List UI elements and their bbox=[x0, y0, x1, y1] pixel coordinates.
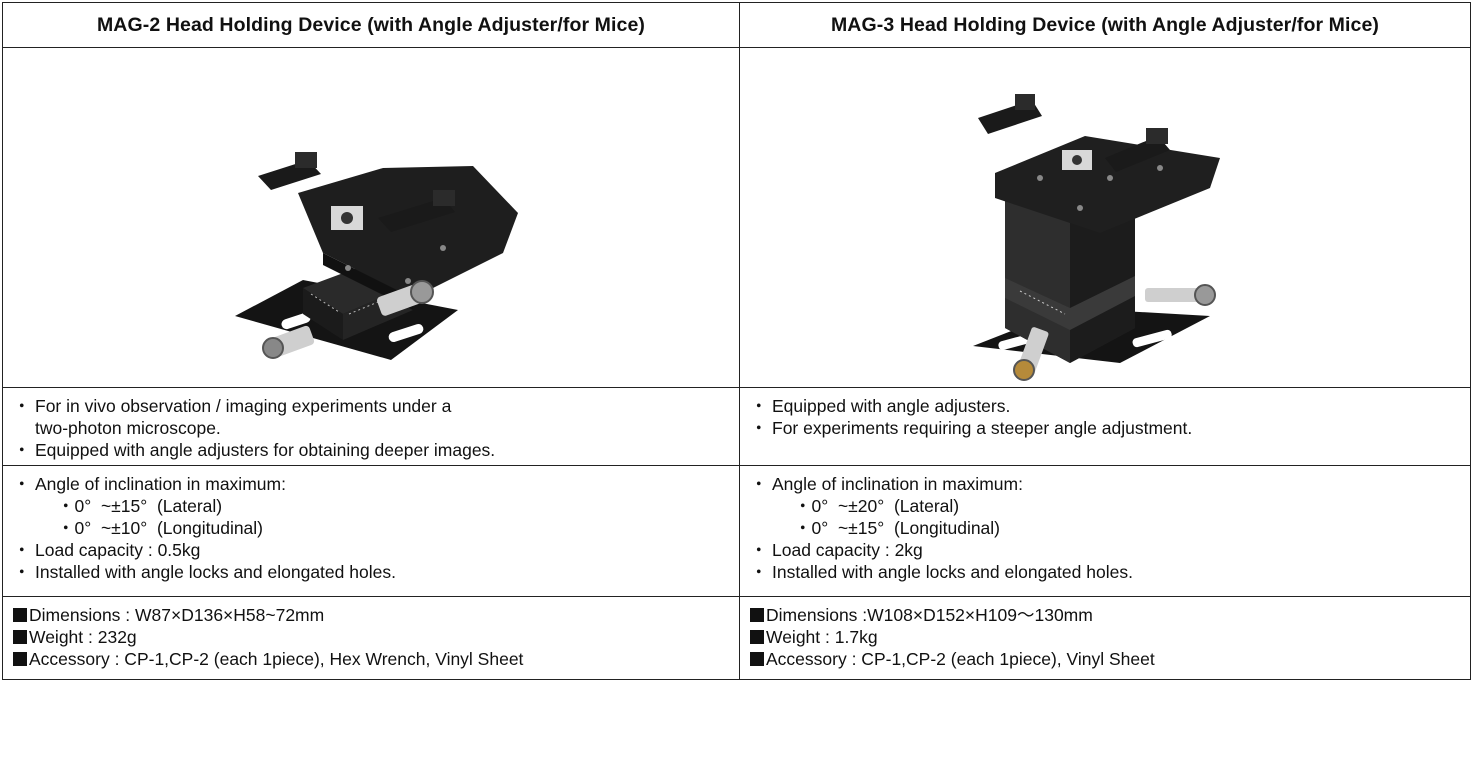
mag2-dimensions: Dimensions : W87×D136×H58~72mm bbox=[13, 604, 729, 626]
square-bullet-icon bbox=[13, 652, 27, 666]
mag3-image-cell bbox=[739, 47, 1471, 388]
specs-row: ・Angle of inclination in maximum: ・0° ~±… bbox=[2, 465, 1471, 597]
square-bullet-icon bbox=[13, 608, 27, 622]
mag2-accessory: Accessory : CP-1,CP-2 (each 1piece), Hex… bbox=[13, 648, 729, 670]
mag2-features-cell: ・For in vivo observation / imaging exper… bbox=[2, 387, 740, 466]
mag3-device-photo bbox=[973, 94, 1220, 381]
mag3-title: MAG-3 Head Holding Device (with Angle Ad… bbox=[830, 14, 1380, 36]
mag2-specs-cell: ・Angle of inclination in maximum: ・0° ~±… bbox=[2, 465, 740, 597]
mag3-angle-lateral: ・0° ~±20° (Lateral) bbox=[794, 496, 960, 516]
mag3-load-capacity: ・Load capacity : 2kg bbox=[750, 540, 923, 560]
mag2-weight: Weight : 232g bbox=[13, 626, 729, 648]
mag3-feature-2: ・For experiments requiring a steeper ang… bbox=[750, 418, 1193, 438]
product-comparison-table: MAG-2 Head Holding Device (with Angle Ad… bbox=[2, 2, 1471, 680]
mag2-load-capacity: ・Load capacity : 0.5kg bbox=[13, 540, 201, 560]
mag2-locks: ・Installed with angle locks and elongate… bbox=[13, 562, 396, 582]
mag2-feature-1: ・For in vivo observation / imaging exper… bbox=[13, 396, 452, 416]
dimensions-row: Dimensions : W87×D136×H58~72mm Weight : … bbox=[2, 596, 1471, 680]
mag3-weight: Weight : 1.7kg bbox=[750, 626, 1460, 648]
mag2-angle-title: ・Angle of inclination in maximum: bbox=[13, 474, 286, 494]
mag3-angle-longitudinal: ・0° ~±15° (Longitudinal) bbox=[794, 518, 1001, 538]
mag2-device-photo bbox=[235, 152, 518, 360]
square-bullet-icon bbox=[750, 630, 764, 644]
header-row: MAG-2 Head Holding Device (with Angle Ad… bbox=[2, 2, 1471, 48]
mag2-image-cell bbox=[2, 47, 740, 388]
features-row: ・For in vivo observation / imaging exper… bbox=[2, 387, 1471, 466]
square-bullet-icon bbox=[750, 608, 764, 622]
mag3-features-cell: ・Equipped with angle adjusters. ・For exp… bbox=[739, 387, 1471, 466]
mag2-angle-longitudinal: ・0° ~±10° (Longitudinal) bbox=[57, 518, 264, 538]
mag2-title: MAG-2 Head Holding Device (with Angle Ad… bbox=[96, 14, 646, 36]
mag2-header-cell: MAG-2 Head Holding Device (with Angle Ad… bbox=[2, 2, 740, 48]
mag3-locks: ・Installed with angle locks and elongate… bbox=[750, 562, 1133, 582]
mag2-dims-cell: Dimensions : W87×D136×H58~72mm Weight : … bbox=[2, 596, 740, 680]
mag3-feature-1: ・Equipped with angle adjusters. bbox=[750, 396, 1011, 416]
mag3-specs-cell: ・Angle of inclination in maximum: ・0° ~±… bbox=[739, 465, 1471, 597]
mag2-feature-1-cont: two-photon microscope. bbox=[35, 418, 221, 438]
mag2-angle-lateral: ・0° ~±15° (Lateral) bbox=[57, 496, 223, 516]
square-bullet-icon bbox=[750, 652, 764, 666]
square-bullet-icon bbox=[13, 630, 27, 644]
mag3-dimensions: Dimensions :W108×D152×H109～130mm bbox=[750, 604, 1460, 626]
mag3-header-cell: MAG-3 Head Holding Device (with Angle Ad… bbox=[739, 2, 1471, 48]
image-row bbox=[2, 47, 1471, 388]
mag3-angle-title: ・Angle of inclination in maximum: bbox=[750, 474, 1023, 494]
mag2-feature-2: ・Equipped with angle adjusters for obtai… bbox=[13, 440, 496, 460]
mag3-dims-cell: Dimensions :W108×D152×H109～130mm Weight … bbox=[739, 596, 1471, 680]
mag3-accessory: Accessory : CP-1,CP-2 (each 1piece), Vin… bbox=[750, 648, 1460, 670]
